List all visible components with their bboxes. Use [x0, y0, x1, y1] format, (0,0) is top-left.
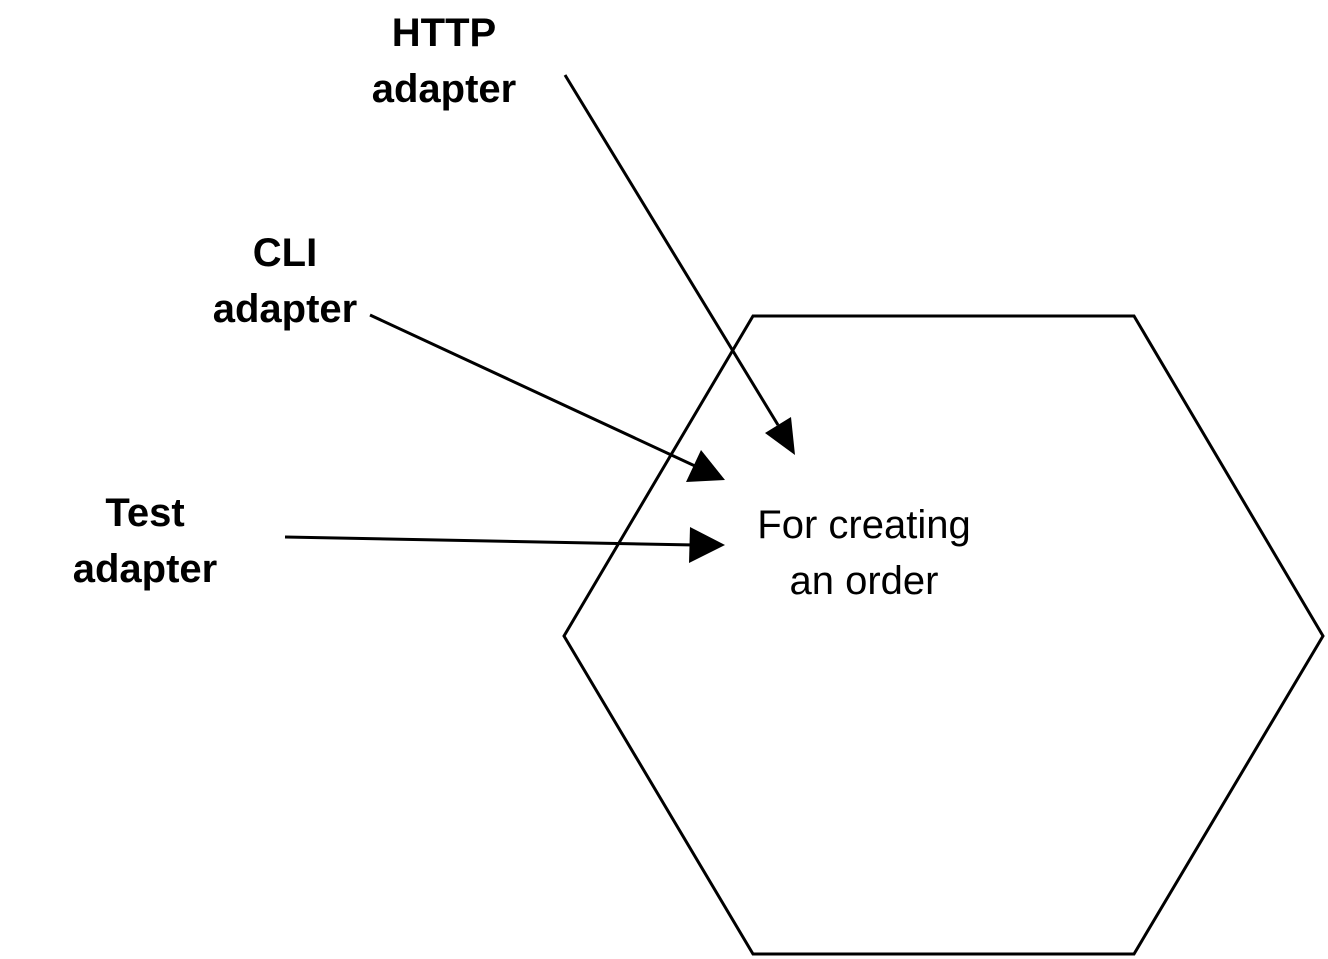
- test-adapter-label: Test adapter: [45, 485, 245, 597]
- test-adapter-subtitle: adapter: [72, 547, 218, 591]
- hexagon-label-line1: For creating: [757, 503, 971, 547]
- cli-adapter-subtitle: adapter: [212, 287, 358, 331]
- http-adapter-title: HTTP: [391, 11, 497, 55]
- test-adapter-arrow: [284, 527, 725, 563]
- http-adapter-arrow: [563, 74, 795, 455]
- http-adapter-label: HTTP adapter: [344, 5, 544, 117]
- cli-adapter-title: CLI: [252, 231, 318, 275]
- http-adapter-subtitle: adapter: [371, 67, 517, 111]
- hexagon-label: For creating an order: [714, 497, 1014, 609]
- cli-adapter-label: CLI adapter: [185, 225, 385, 337]
- cli-arrowhead: [686, 450, 725, 482]
- cli-adapter-arrow: [369, 313, 725, 482]
- test-adapter-title: Test: [105, 491, 185, 535]
- application-core-hexagon: [562, 314, 1325, 956]
- http-arrowhead: [765, 417, 795, 455]
- test-arrowhead: [689, 527, 725, 563]
- hexagon-label-line2: an order: [789, 559, 939, 603]
